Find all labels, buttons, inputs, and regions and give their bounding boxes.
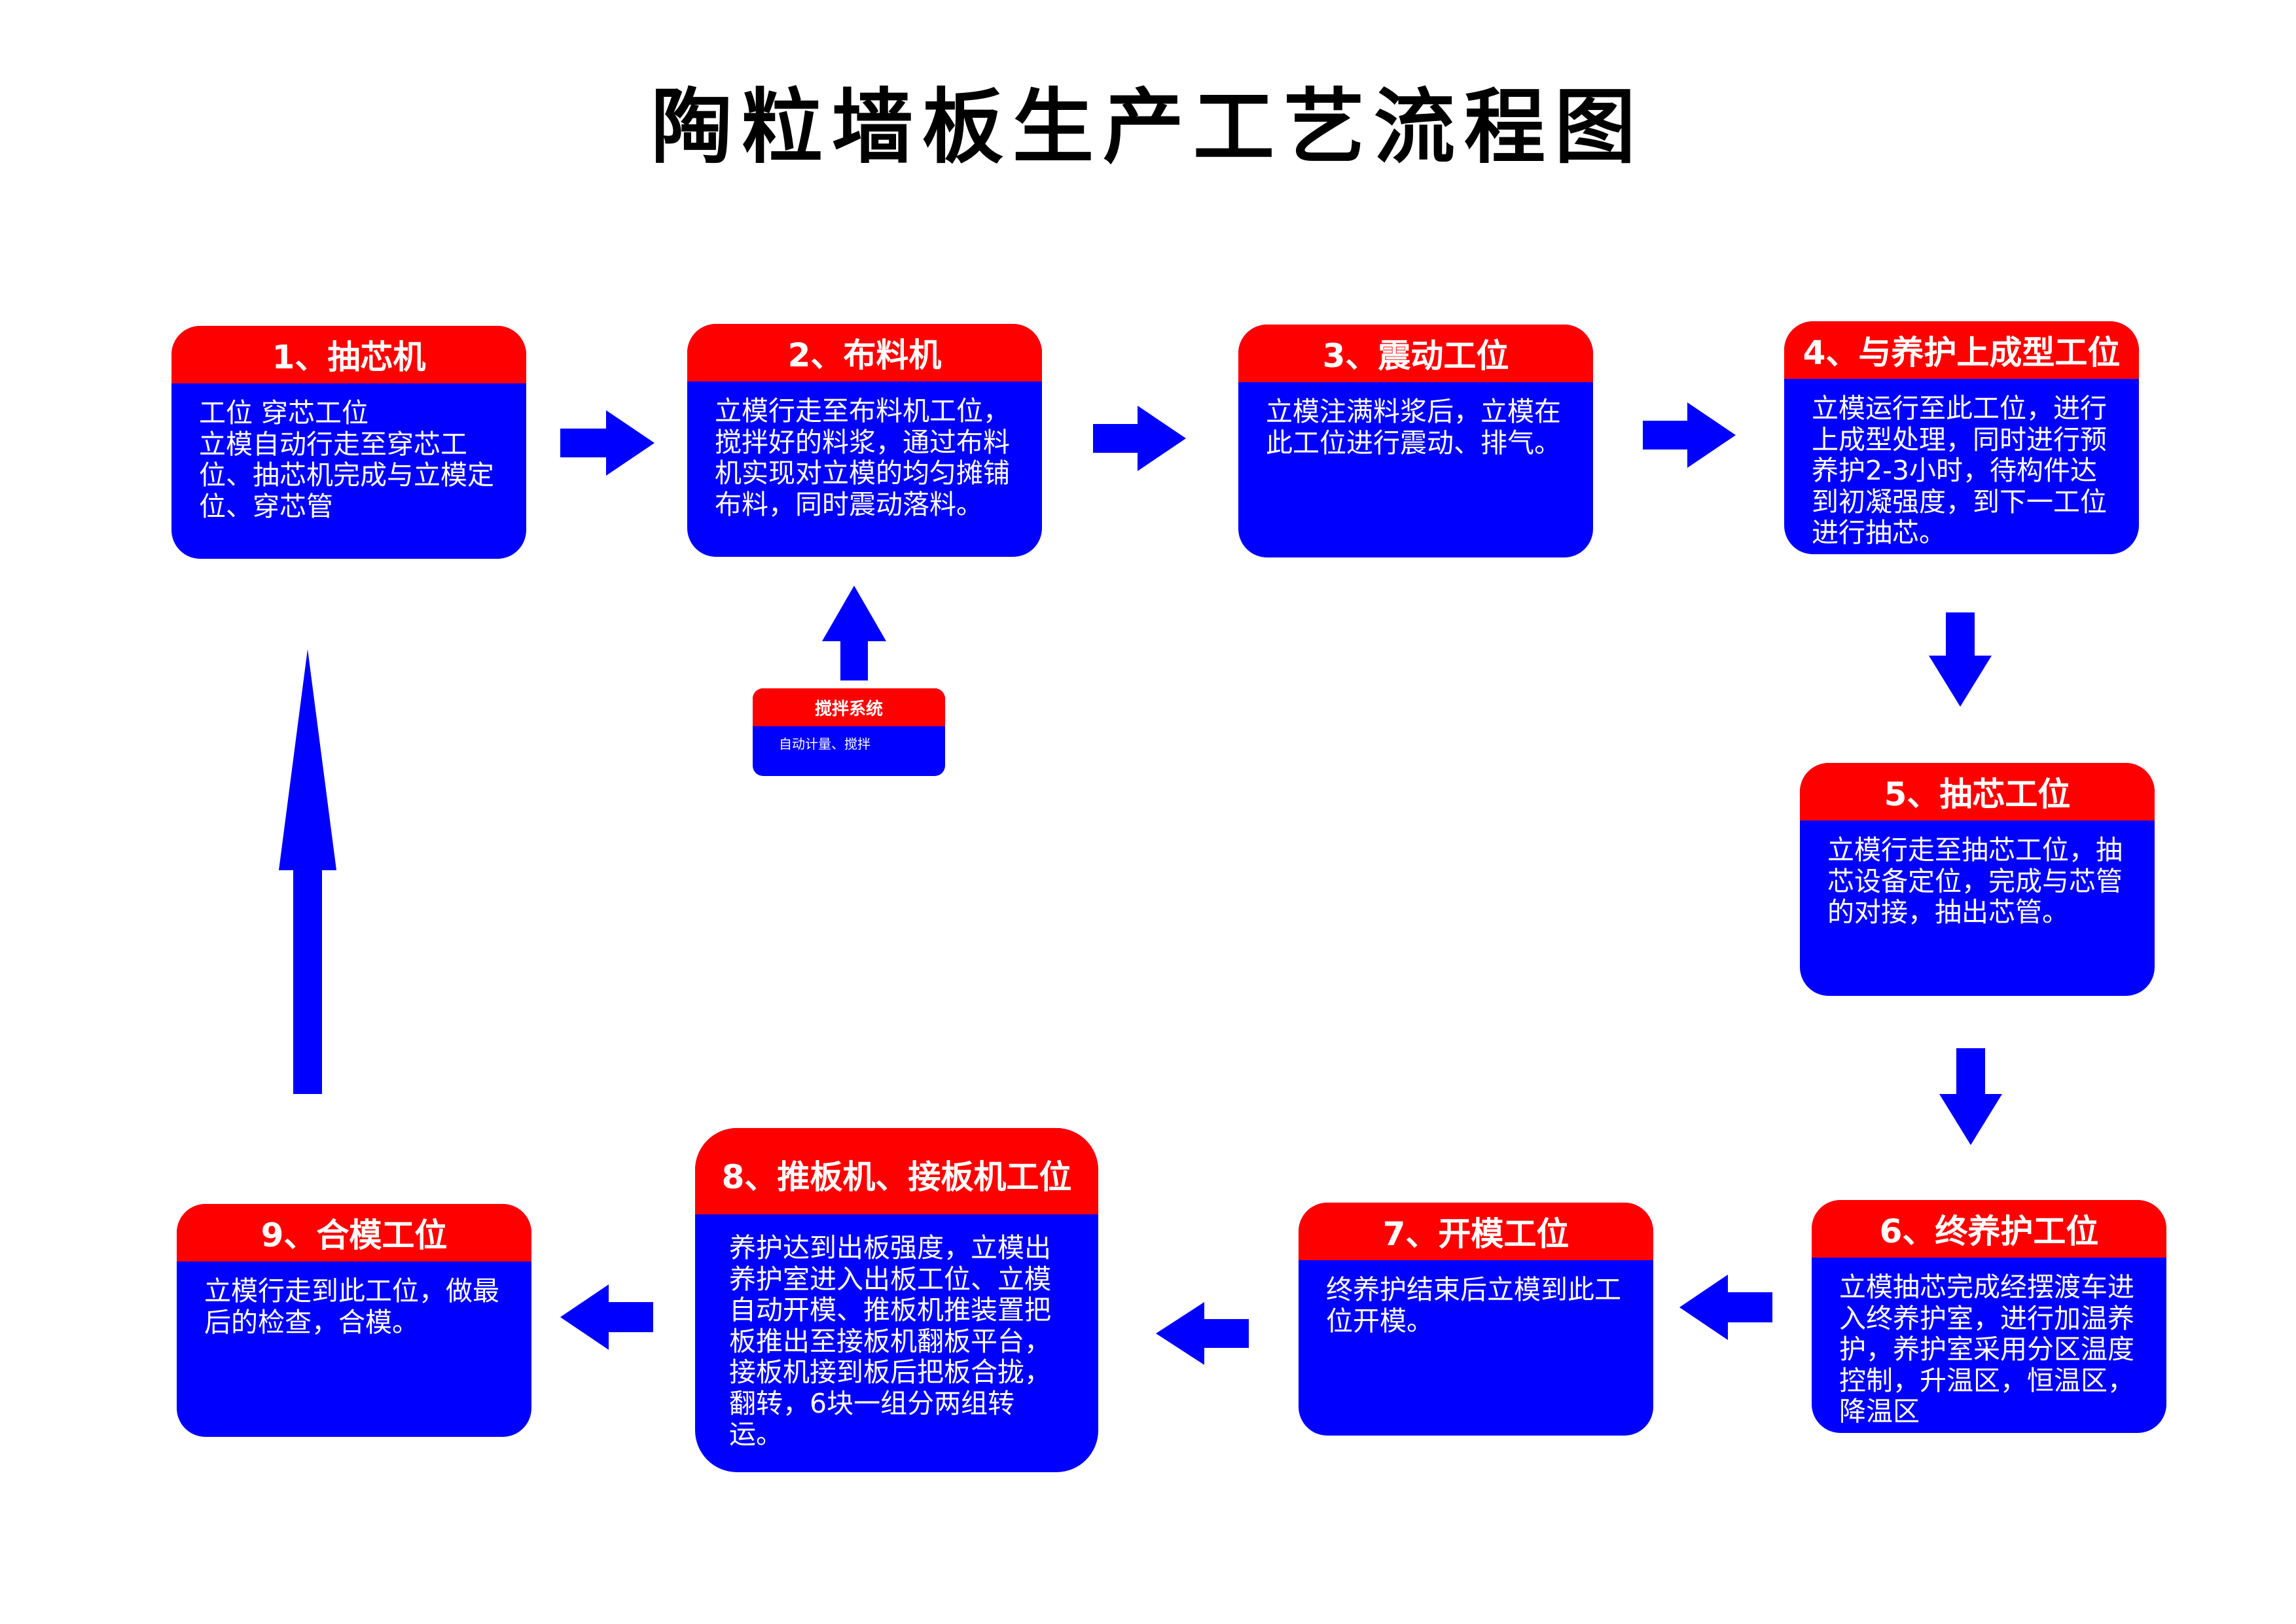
arrow-step2-to-step3: [1093, 406, 1186, 471]
arrow-step5-to-step6: [1939, 1048, 2002, 1145]
arrow-step8-to-step9: [560, 1284, 653, 1350]
mixer-title: 搅拌系统: [753, 688, 945, 726]
step-4-description: 立模运行至此工位，进行上成型处理，同时进行预养护2-3小时，待构件达到初凝强度，…: [1812, 393, 2107, 549]
step-3-title: 3、震动工位: [1238, 325, 1593, 382]
step-6-box: 6、终养护工位 立模抽芯完成经摆渡车进入终养护室，进行加温养护，养护室采用分区温…: [1812, 1200, 2166, 1433]
arrow-step7-to-step8: [1156, 1302, 1249, 1365]
step-6-title: 6、终养护工位: [1812, 1200, 2166, 1258]
step-2-box: 2、布料机 立模行走至布料机工位，搅拌好的料浆，通过布料机实现对立模的均匀摊铺布…: [687, 324, 1042, 557]
step-7-box: 7、开模工位 终养护结束后立模到此工位开模。: [1299, 1203, 1653, 1436]
step-9-description: 立模行走到此工位，做最后的检查，合模。: [204, 1275, 499, 1338]
arrow-mixer-to-step2: [822, 586, 886, 680]
arrow-step6-to-step7: [1679, 1275, 1772, 1340]
step-5-description: 立模行走至抽芯工位，抽芯设备定位，完成与芯管的对接，抽出芯管。: [1827, 834, 2123, 928]
step-3-description: 立模注满料浆后，立模在此工位进行震动、排气。: [1266, 396, 1561, 459]
step-7-title: 7、开模工位: [1299, 1203, 1653, 1260]
step-1-title: 1、抽芯机: [171, 326, 526, 383]
step-1-description: 工位 穿芯工位 立模自动行走至穿芯工位、抽芯机完成与立模定位、穿芯管: [199, 397, 494, 522]
step-4-box: 4、与养护上成型工位 立模运行至此工位，进行上成型处理，同时进行预养护2-3小时…: [1784, 321, 2139, 554]
step-3-box: 3、震动工位 立模注满料浆后，立模在此工位进行震动、排气。: [1238, 325, 1593, 557]
step-2-description: 立模行走至布料机工位，搅拌好的料浆，通过布料机实现对立模的均匀摊铺布料，同时震动…: [715, 395, 1010, 520]
step-2-title: 2、布料机: [687, 324, 1042, 381]
step-9-title: 9、合模工位: [177, 1204, 531, 1262]
mixer-description: 自动计量、搅拌: [779, 736, 870, 752]
step-4-title: 4、与养护上成型工位: [1784, 321, 2139, 379]
step-6-description: 立模抽芯完成经摆渡车进入终养护室，进行加温养护，养护室采用分区温度控制，升温区，…: [1839, 1271, 2134, 1428]
step-8-title: 8、推板机、接板机工位: [695, 1128, 1098, 1214]
mixer-box: 搅拌系统 自动计量、搅拌: [753, 688, 945, 776]
step-9-box: 9、合模工位 立模行走到此工位，做最后的检查，合模。: [177, 1204, 531, 1437]
step-5-title: 5、抽芯工位: [1800, 763, 2155, 821]
arrow-step9-to-step1: [279, 649, 336, 1094]
step-5-box: 5、抽芯工位 立模行走至抽芯工位，抽芯设备定位，完成与芯管的对接，抽出芯管。: [1800, 763, 2155, 996]
step-7-description: 终养护结束后立模到此工位开模。: [1326, 1274, 1621, 1337]
step-8-box: 8、推板机、接板机工位 养护达到出板强度，立模出养护室进入出板工位、立模自动开模…: [695, 1128, 1098, 1472]
arrow-step3-to-step4: [1643, 402, 1736, 468]
page-title: 陶粒墙板生产工艺流程图: [651, 80, 1645, 175]
step-1-box: 1、抽芯机 工位 穿芯工位 立模自动行走至穿芯工位、抽芯机完成与立模定位、穿芯管: [171, 326, 526, 559]
arrow-step4-to-step5: [1929, 612, 1992, 707]
arrow-step1-to-step2: [560, 410, 655, 476]
step-8-description: 养护达到出板强度，立模出养护室进入出板工位、立模自动开模、推板机推装置把板推出至…: [729, 1232, 1051, 1451]
